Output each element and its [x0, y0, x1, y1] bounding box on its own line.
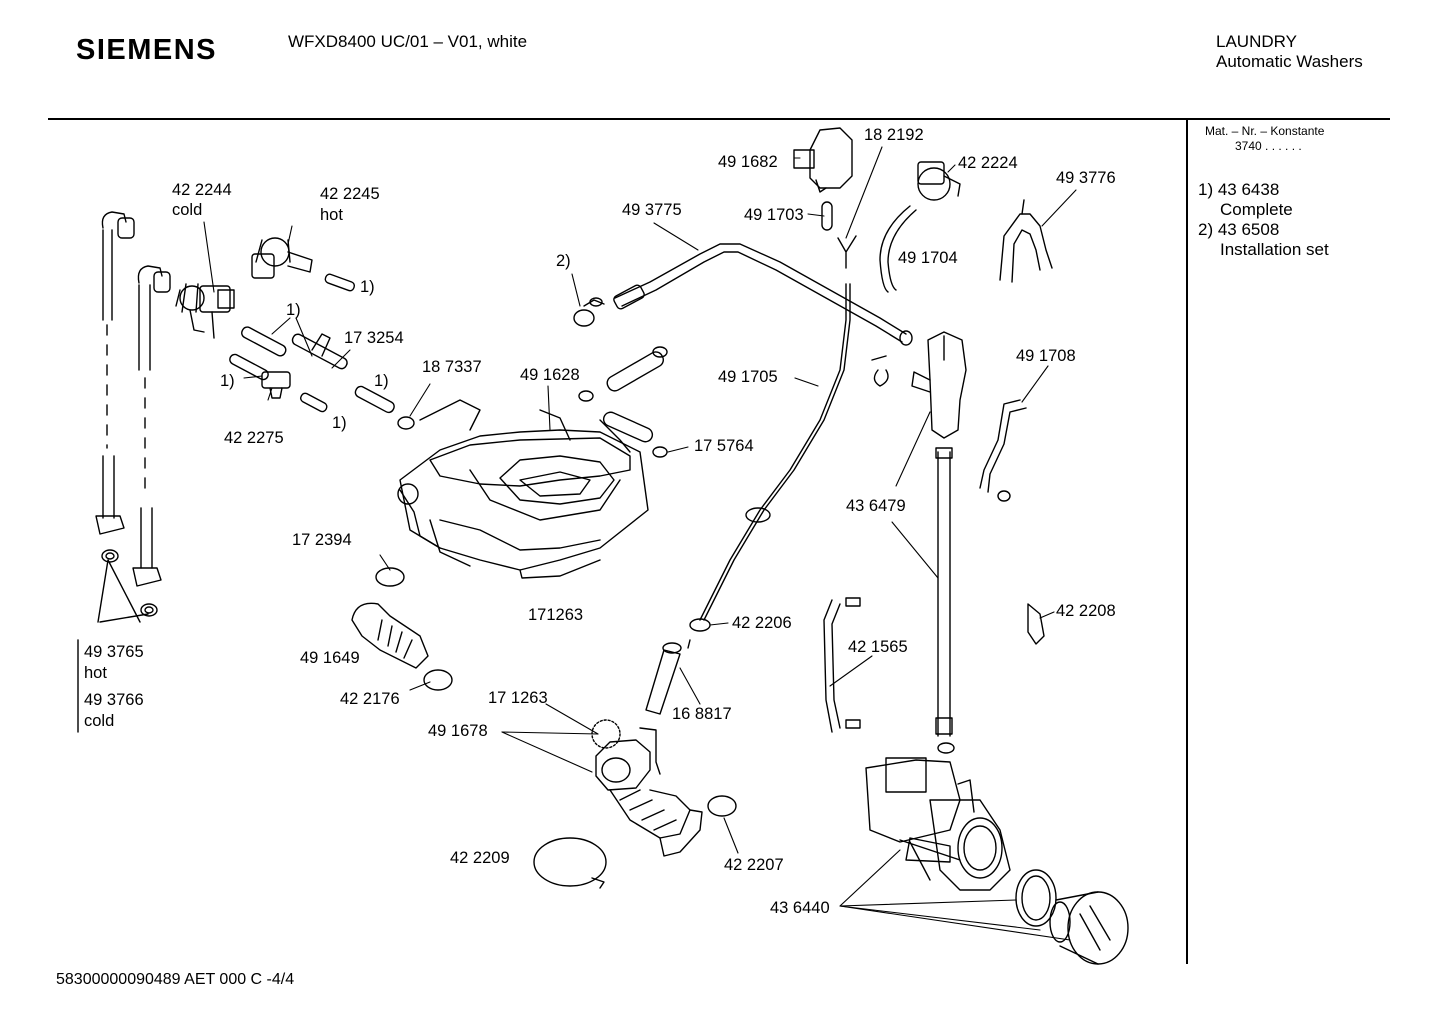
hose-holder-part	[999, 199, 1053, 283]
document-id: 58300000090489 AET 000 C -4/4	[56, 971, 295, 988]
mat-nr-label: Mat. – Nr. – Konstante	[1205, 124, 1325, 138]
label-493776: 49 3776	[1056, 169, 1116, 187]
label-note1-e: 1)	[332, 414, 347, 432]
label-422209: 42 2209	[450, 849, 510, 867]
leader-hoses	[97, 559, 149, 623]
label-422245: 42 2245	[320, 185, 380, 203]
label-182192: 18 2192	[864, 126, 924, 144]
model-title: WFXD8400 UC/01 – V01, white	[288, 32, 528, 51]
dispenser-housing-part	[397, 399, 649, 579]
label-171263-a: 171263	[528, 606, 583, 624]
label-note1-b: 1)	[286, 301, 301, 319]
sidebar-divider	[1186, 119, 1188, 964]
seal-ring-part	[1015, 869, 1057, 927]
category-line-2: Automatic Washers	[1216, 52, 1363, 71]
sensor-tube-part	[645, 639, 691, 715]
label-422208: 42 2208	[1056, 602, 1116, 620]
label-171263-b: 17 1263	[488, 689, 548, 707]
mat-nr-block: Mat. – Nr. – Konstante 3740 . . . . . .	[1205, 124, 1324, 154]
part-labels: 42 2244 cold 42 2245 hot 1) 1) 17 3254 1…	[84, 126, 1116, 917]
label-note1-c: 1)	[220, 372, 235, 390]
label-422224: 42 2224	[958, 154, 1018, 172]
label-hot-2: hot	[84, 664, 107, 682]
note-2-text: Installation set	[1220, 240, 1329, 259]
label-note1-a: 1)	[360, 278, 375, 296]
label-note2: 2)	[556, 252, 571, 270]
label-421565: 42 1565	[848, 638, 908, 656]
label-note1-d: 1)	[374, 372, 389, 390]
label-491708: 49 1708	[1016, 347, 1076, 365]
label-491703: 49 1703	[744, 206, 804, 224]
bellows-hose-part	[351, 602, 429, 669]
y-connector-part	[261, 371, 291, 399]
label-422176: 42 2176	[340, 690, 400, 708]
label-168817: 16 8817	[672, 705, 732, 723]
label-422206: 42 2206	[732, 614, 792, 632]
pressure-switch-part	[793, 127, 853, 193]
footnotes: 1) 43 6438 Complete 2) 43 6508 Installat…	[1198, 180, 1329, 260]
label-cold: cold	[172, 201, 202, 219]
drain-hose-upper-part	[613, 243, 913, 346]
label-436479: 43 6479	[846, 497, 906, 515]
label-422244: 42 2244	[172, 181, 232, 199]
inlet-hose-cold-part	[132, 265, 171, 617]
label-175764: 17 5764	[694, 437, 754, 455]
category-line-1: LAUNDRY	[1216, 32, 1297, 51]
category: LAUNDRY Automatic Washers	[1216, 32, 1363, 72]
label-491682: 49 1682	[718, 153, 778, 171]
installation-clamp-part	[573, 297, 605, 327]
label-493766: 49 3766	[84, 691, 144, 709]
label-493775: 49 3775	[622, 201, 682, 219]
label-173254: 17 3254	[344, 329, 404, 347]
label-491678: 49 1678	[428, 722, 488, 740]
label-422275: 42 2275	[224, 429, 284, 447]
brand-logo: SIEMENS	[76, 34, 218, 66]
cable-part	[823, 597, 861, 733]
note-1-text: Complete	[1220, 200, 1293, 219]
label-491649: 49 1649	[300, 649, 360, 667]
drain-pump-part	[865, 757, 1011, 891]
label-hot: hot	[320, 206, 343, 224]
pressure-chamber-part	[911, 331, 967, 439]
sump-hose-part	[591, 719, 703, 857]
label-491705: 49 1705	[718, 368, 778, 386]
filter-part	[1049, 891, 1129, 965]
note-2-number: 2) 43 6508	[1198, 220, 1280, 239]
label-493765: 49 3765	[84, 643, 144, 661]
aquastop-valve-part	[917, 161, 961, 201]
label-422207: 42 2207	[724, 856, 784, 874]
leader-lines	[203, 146, 1077, 941]
label-cold-2: cold	[84, 712, 114, 730]
label-436440: 43 6440	[770, 899, 830, 917]
hot-valve-part	[251, 237, 313, 279]
inlet-hose-hot-part	[95, 211, 135, 563]
label-187337: 18 7337	[422, 358, 482, 376]
label-491704: 49 1704	[898, 249, 958, 267]
mat-nr-value: 3740 . . . . . .	[1235, 139, 1302, 153]
note-1-number: 1) 43 6438	[1198, 180, 1280, 199]
label-491628: 49 1628	[520, 366, 580, 384]
label-172394: 17 2394	[292, 531, 352, 549]
cold-valve-part	[175, 283, 235, 339]
header-divider	[48, 118, 1390, 120]
